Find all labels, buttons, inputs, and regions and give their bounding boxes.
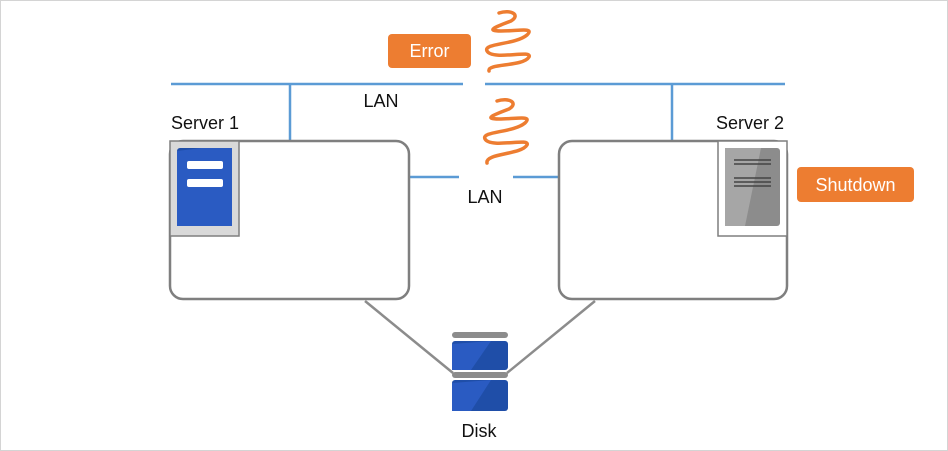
error-badge-text: Error [410, 41, 450, 61]
lan-mid-label: LAN [467, 187, 502, 207]
disk-link-server2 [506, 300, 596, 374]
disk-icon [452, 332, 508, 411]
server2-icon [717, 140, 788, 237]
shutdown-badge-text: Shutdown [815, 175, 895, 195]
server2-label: Server 2 [716, 113, 784, 133]
top-lan-break-coil-icon [485, 9, 531, 73]
mid-lan-break-coil-icon [483, 97, 529, 165]
shutdown-badge [797, 167, 914, 202]
lan-top-label: LAN [363, 91, 398, 111]
error-badge [388, 34, 471, 68]
server1-label: Server 1 [171, 113, 239, 133]
disk-link-server1 [364, 300, 454, 374]
server1-icon [169, 140, 240, 237]
disk-label: Disk [462, 421, 498, 441]
